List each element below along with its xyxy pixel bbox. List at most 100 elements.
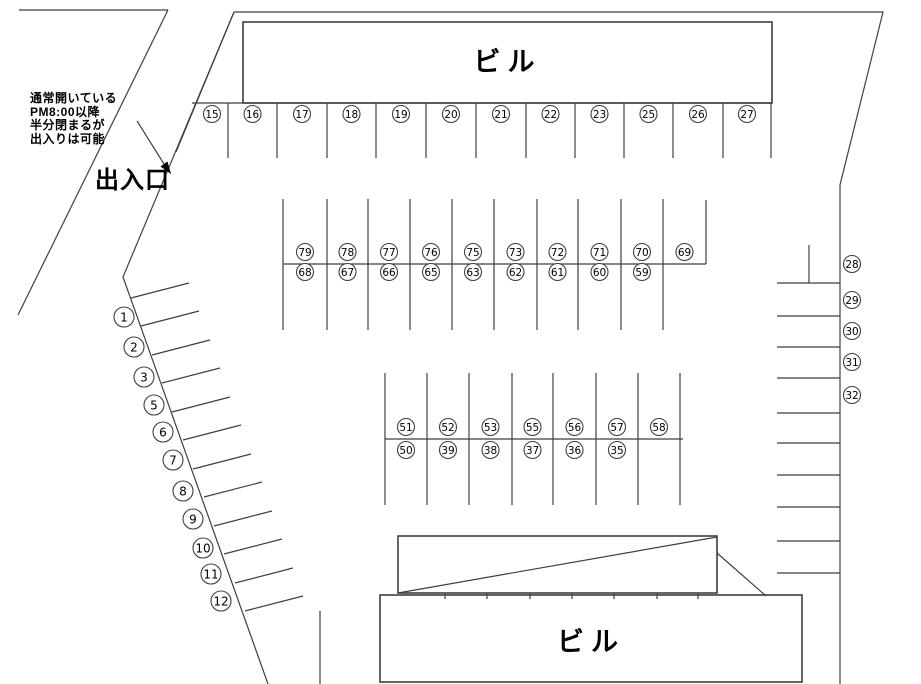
spot-62: 62 bbox=[506, 262, 525, 282]
spot-number-label: 12 bbox=[213, 594, 228, 608]
spot-circle bbox=[200, 563, 222, 585]
spot-number-label: 30 bbox=[845, 326, 858, 338]
spot-37: 37 bbox=[523, 440, 542, 460]
spot-number-label: 8 bbox=[179, 484, 187, 498]
spot-55: 55 bbox=[523, 417, 542, 437]
spot-circle bbox=[541, 104, 560, 124]
spot-circle bbox=[342, 104, 361, 124]
spot-60: 60 bbox=[590, 262, 609, 282]
entrance-label: 出入口 bbox=[95, 167, 170, 194]
spot-number-label: 57 bbox=[610, 422, 623, 434]
spot-20: 20 bbox=[441, 104, 461, 124]
spot-1: 1 bbox=[113, 306, 135, 328]
spot-7: 7 bbox=[162, 449, 184, 471]
spot-number-label: 36 bbox=[568, 445, 582, 457]
spot-number-label: 63 bbox=[466, 267, 479, 279]
middle-block-lines bbox=[282, 199, 707, 330]
spot-9: 9 bbox=[182, 508, 204, 530]
spot-number-label: 6 bbox=[159, 425, 167, 439]
spot-77: 77 bbox=[379, 242, 399, 262]
ramp-to-building-diagonal bbox=[716, 552, 767, 597]
spot-circle bbox=[172, 480, 194, 502]
spot-number-label: 72 bbox=[551, 247, 564, 259]
road-left-diagonal bbox=[17, 9, 169, 316]
spot-53: 53 bbox=[481, 417, 500, 437]
spot-circle bbox=[143, 394, 165, 416]
spot-number-label: 11 bbox=[203, 567, 218, 581]
spot-59: 59 bbox=[632, 262, 652, 282]
spot-circle bbox=[675, 242, 694, 262]
spot-number-label: 35 bbox=[610, 445, 623, 457]
spot-3: 3 bbox=[133, 366, 155, 388]
spot-17: 17 bbox=[292, 104, 312, 124]
spot-25: 25 bbox=[639, 104, 658, 124]
ramp-rect bbox=[397, 535, 718, 594]
spot-circle bbox=[133, 366, 155, 388]
spot-78: 78 bbox=[338, 242, 357, 262]
spot-number-label: 52 bbox=[441, 422, 454, 434]
spot-number-label: 68 bbox=[298, 267, 311, 279]
spot-28: 28 bbox=[842, 254, 862, 274]
spot-29: 29 bbox=[842, 290, 862, 310]
spot-61: 61 bbox=[548, 262, 567, 282]
spot-number-label: 51 bbox=[399, 422, 412, 434]
spot-circle bbox=[590, 262, 609, 282]
spot-76: 76 bbox=[421, 242, 441, 262]
spot-6: 6 bbox=[152, 421, 174, 443]
spot-circle bbox=[113, 306, 135, 328]
spot-number-label: 16 bbox=[246, 109, 260, 121]
boundary-lines bbox=[17, 9, 884, 684]
spot-number-label: 58 bbox=[652, 422, 665, 434]
gate-note-line: 半分閉まるが bbox=[30, 118, 106, 132]
spot-69: 69 bbox=[675, 242, 694, 262]
top-right-boundary bbox=[234, 11, 884, 684]
left-column-divider-lines bbox=[130, 282, 304, 612]
spot-73: 73 bbox=[506, 242, 525, 262]
spot-circle bbox=[842, 352, 862, 372]
spot-circle bbox=[379, 242, 399, 262]
spot-circle bbox=[688, 104, 708, 124]
spot-38: 38 bbox=[481, 440, 500, 460]
entrance-arrow-icon bbox=[160, 161, 171, 174]
spot-11: 11 bbox=[200, 563, 222, 585]
spot-number-label: 71 bbox=[593, 247, 606, 259]
spot-circle bbox=[396, 417, 416, 437]
spot-number-label: 32 bbox=[845, 390, 858, 402]
spot-circle bbox=[842, 385, 862, 405]
building-bottom-rect bbox=[379, 594, 803, 683]
spot-circle bbox=[607, 417, 627, 437]
spot-circle bbox=[438, 417, 458, 437]
spot-circle bbox=[463, 262, 483, 282]
spot-circle bbox=[590, 104, 609, 124]
spot-circle bbox=[506, 262, 525, 282]
spot-75: 75 bbox=[463, 242, 483, 262]
spot-number-label: 19 bbox=[394, 109, 407, 121]
building-bottom-label: ビル bbox=[557, 627, 625, 657]
spot-26: 26 bbox=[688, 104, 708, 124]
spot-number-label: 56 bbox=[568, 422, 582, 434]
spot-circle bbox=[565, 417, 584, 437]
spot-circle bbox=[379, 262, 399, 282]
ramp-tick-marks bbox=[444, 593, 699, 599]
right-column-divider-lines bbox=[777, 282, 840, 574]
spot-circle bbox=[210, 590, 232, 612]
spot-circle bbox=[123, 336, 145, 358]
spot-68: 68 bbox=[295, 262, 315, 282]
spot-39: 39 bbox=[438, 440, 458, 460]
spot-circle bbox=[523, 440, 542, 460]
spot-number-label: 31 bbox=[845, 357, 858, 369]
spot-23: 23 bbox=[590, 104, 609, 124]
spot-30: 30 bbox=[842, 321, 862, 341]
spot-number-label: 59 bbox=[635, 267, 648, 279]
spot-circle bbox=[421, 242, 441, 262]
spot-number-label: 50 bbox=[399, 445, 412, 457]
spot-18: 18 bbox=[342, 104, 361, 124]
spot-number-label: 55 bbox=[526, 422, 539, 434]
entrance-arrow bbox=[136, 120, 171, 174]
spot-circle bbox=[391, 104, 411, 124]
spot-number-label: 26 bbox=[691, 109, 705, 121]
spot-number-label: 79 bbox=[298, 247, 311, 259]
